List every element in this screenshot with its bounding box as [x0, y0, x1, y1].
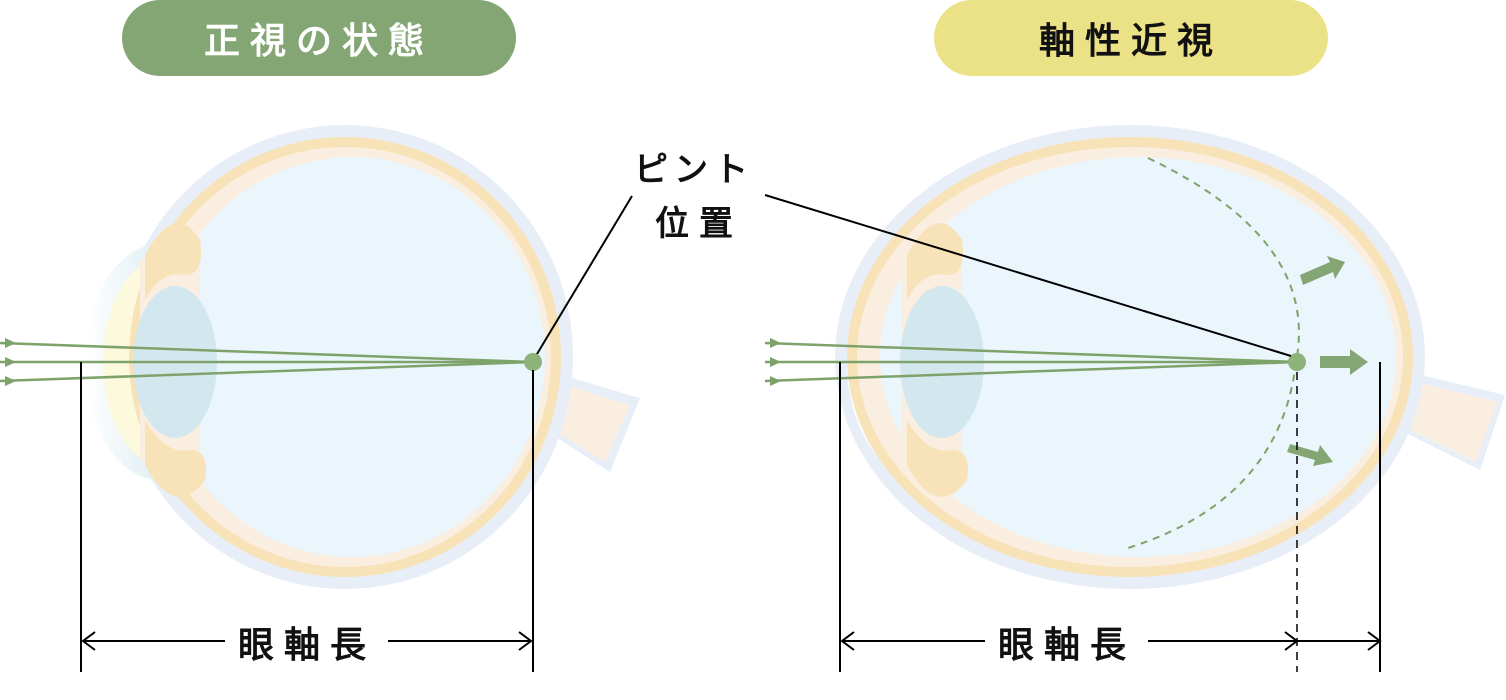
focus-label-line2: 位置	[655, 204, 743, 244]
myopia-eye	[764, 125, 1505, 672]
focus-point-normal	[524, 353, 542, 371]
focus-point-myopia	[1288, 353, 1306, 371]
arrowhead-left-icon	[81, 631, 96, 651]
arrowhead-left-icon	[840, 631, 855, 651]
focus-label-line1: ピント	[634, 150, 754, 190]
title-axial-myopia: 軸性近視	[934, 0, 1328, 76]
axial-length-label-myopia: 眼軸長	[988, 616, 1147, 668]
ray-arrow-icons	[5, 338, 16, 386]
axial-length-label-normal: 眼軸長	[228, 616, 387, 668]
arrowhead-mid-icon	[1284, 631, 1299, 651]
arrowhead-right-icon	[1367, 631, 1382, 651]
expansion-arrow-icons	[1287, 256, 1368, 466]
normal-eye	[0, 125, 640, 672]
ray-arrow-icons	[770, 338, 781, 386]
arrowhead-right-icon	[518, 631, 533, 651]
title-normal-vision: 正視の状態	[122, 0, 516, 76]
